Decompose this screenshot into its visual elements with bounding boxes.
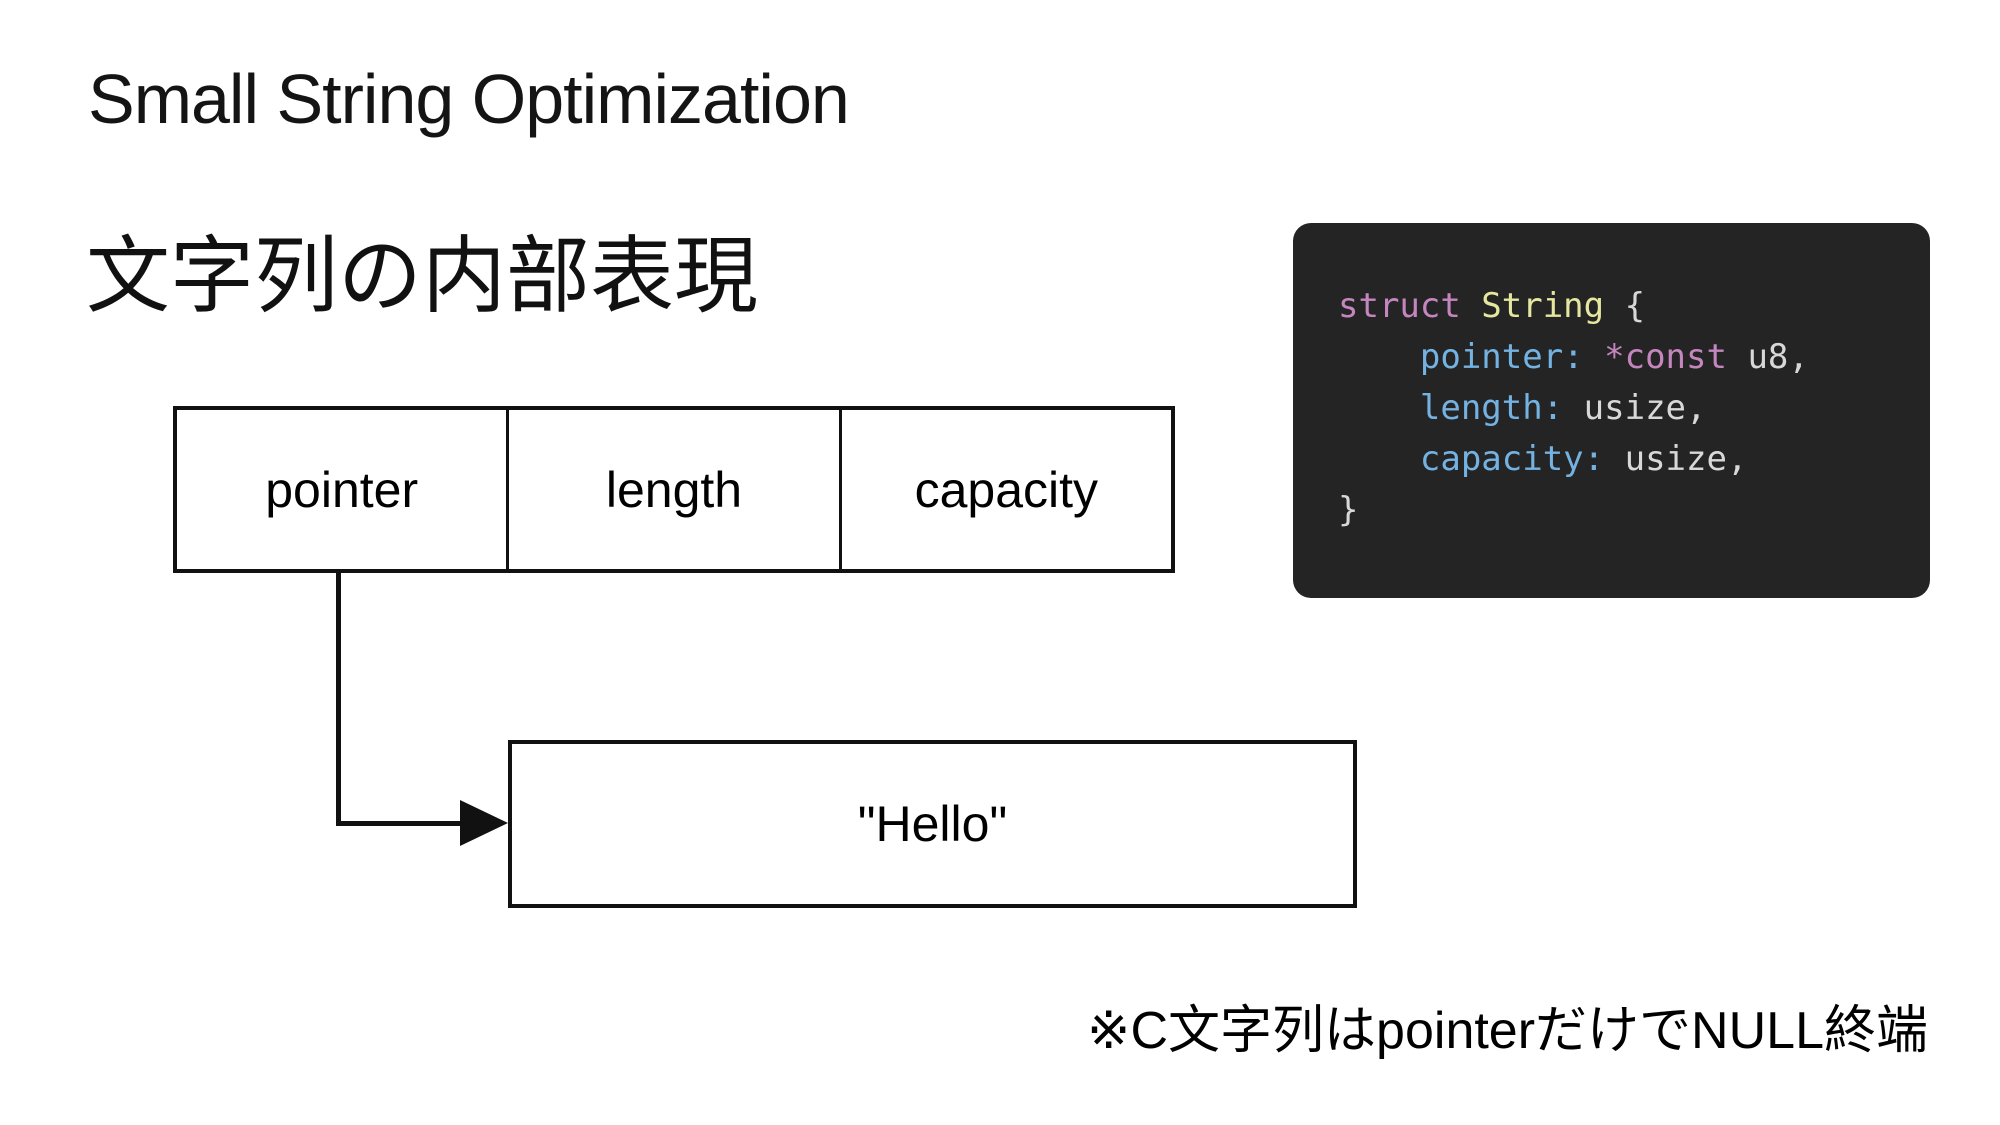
struct-field-capacity: capacity xyxy=(838,410,1171,569)
struct-field-capacity-label: capacity xyxy=(914,461,1099,518)
pointer-arrow-vertical-segment xyxy=(336,571,341,826)
code-block: struct String { pointer: *const u8, leng… xyxy=(1293,223,1930,598)
struct-field-pointer-label: pointer xyxy=(265,461,419,518)
code-line: pointer: *const u8, xyxy=(1419,337,1809,377)
struct-field-pointer: pointer xyxy=(177,410,506,569)
string-struct-diagram: pointer length capacity xyxy=(173,406,1175,573)
code-line: length: usize, xyxy=(1419,388,1707,428)
code-line: } xyxy=(1338,490,1359,530)
code-line: struct String { xyxy=(1338,286,1646,326)
struct-field-length-label: length xyxy=(605,461,743,518)
slide-title: Small String Optimization xyxy=(88,60,850,138)
arrowhead-icon xyxy=(460,800,508,846)
code-lines: struct String { pointer: *const u8, leng… xyxy=(1338,281,1900,536)
heap-string-value: "Hello" xyxy=(857,796,1008,852)
section-heading: 文字列の内部表現 xyxy=(86,229,759,323)
footnote: ※C文字列はpointerだけでNULL終端 xyxy=(1086,1002,1928,1060)
heap-string-box: "Hello" xyxy=(508,740,1357,908)
struct-field-length: length xyxy=(506,410,838,569)
code-line: capacity: usize, xyxy=(1419,439,1748,479)
pointer-arrow-horizontal-segment xyxy=(336,821,464,826)
